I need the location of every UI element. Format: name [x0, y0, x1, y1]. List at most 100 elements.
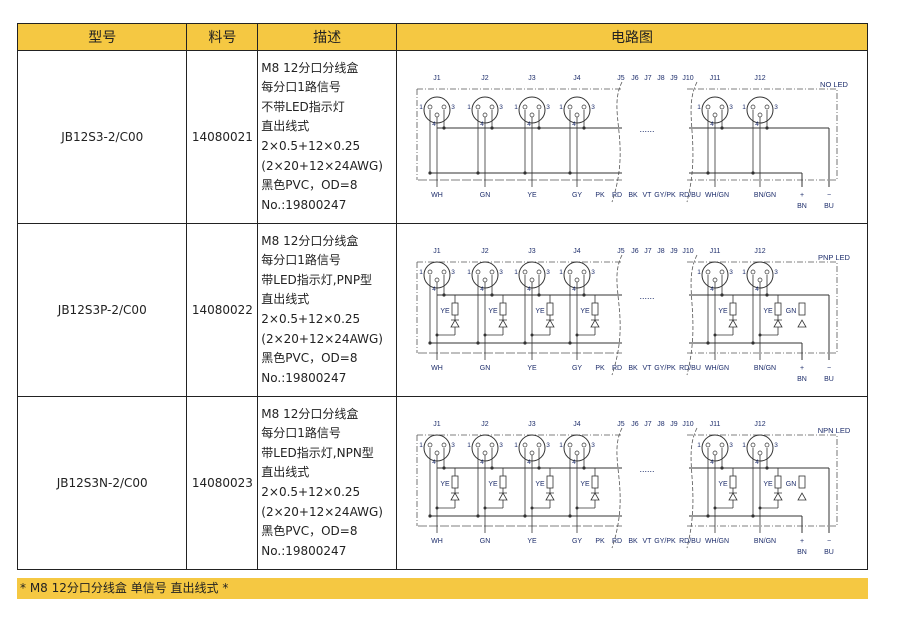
desc-line: M8 12分口分线盒 — [261, 233, 359, 248]
junction — [428, 171, 432, 175]
connector-label: J4 — [573, 75, 581, 82]
pin-label: 1 — [742, 442, 746, 449]
pin-label: 1 — [467, 442, 471, 449]
pin-label: 4 — [432, 459, 436, 466]
pin-label: 3 — [499, 104, 503, 111]
led-color-label: GN — [786, 308, 797, 315]
connector-label: J9 — [670, 421, 678, 428]
break-line — [611, 254, 623, 376]
pin — [489, 104, 495, 110]
pin — [764, 269, 770, 275]
led-color-label: YE — [535, 481, 545, 488]
pin — [427, 269, 433, 275]
model-cell: JB12S3-2/C00 — [16, 50, 188, 224]
pin — [427, 442, 433, 448]
led-color-label: GN — [786, 481, 797, 488]
junction — [490, 466, 494, 470]
resistor — [591, 475, 599, 489]
connector-label: J8 — [657, 421, 665, 428]
pin — [529, 277, 535, 283]
connector-label: J1 — [433, 421, 441, 428]
wire-color-label: GY/PK — [654, 365, 676, 372]
plus-label: + — [800, 538, 804, 545]
junction — [476, 341, 480, 345]
junction — [706, 341, 710, 345]
wire-color-label: RD — [612, 365, 622, 372]
pin-label: 4 — [480, 121, 484, 128]
pin-label: 3 — [591, 269, 595, 276]
junction — [523, 514, 527, 518]
pin — [712, 112, 718, 118]
pin-label: 1 — [697, 269, 701, 276]
wire-color-label: WH — [431, 192, 443, 199]
pin-label: 4 — [432, 121, 436, 128]
connector-label: J3 — [528, 248, 536, 255]
pin — [482, 450, 488, 456]
wire-color-label: WH/GN — [705, 192, 729, 199]
junction — [537, 466, 541, 470]
pin-label: 1 — [419, 104, 423, 111]
connector-label: J6 — [631, 248, 639, 255]
led-diode — [773, 492, 783, 501]
junction — [720, 466, 724, 470]
pin — [536, 269, 542, 275]
junction — [523, 341, 527, 345]
junction — [476, 514, 480, 518]
wire-color-label: PK — [595, 538, 605, 545]
junction — [713, 333, 717, 337]
pin-label: 4 — [572, 121, 576, 128]
junction — [713, 506, 717, 510]
pin-label: 3 — [591, 104, 595, 111]
led-diode — [498, 492, 508, 501]
led-diode — [728, 492, 738, 501]
junction — [490, 293, 494, 297]
resistor — [591, 302, 599, 316]
resistor — [729, 475, 737, 489]
pin — [750, 104, 756, 110]
pin — [567, 269, 573, 275]
resistor — [798, 475, 806, 489]
pin — [764, 104, 770, 110]
connector-label: J3 — [528, 421, 536, 428]
break-line — [686, 254, 698, 376]
minus-label: − — [827, 192, 831, 199]
pin-label: 4 — [710, 286, 714, 293]
pin — [522, 269, 528, 275]
pin-label: 4 — [480, 459, 484, 466]
connector-label: J9 — [670, 75, 678, 82]
pin — [475, 442, 481, 448]
minus-label: − — [827, 365, 831, 372]
connector-label: J12 — [754, 75, 765, 82]
connector-label: J7 — [644, 75, 652, 82]
desc-line: No.:19800247 — [261, 370, 347, 385]
pin — [581, 442, 587, 448]
bn-label: BN — [797, 376, 807, 383]
pin-label: 1 — [742, 104, 746, 111]
wire-color-label: GY — [572, 192, 582, 199]
enclosure-box — [417, 88, 838, 181]
bu-label: BU — [824, 203, 834, 210]
connector-label: J10 — [682, 421, 693, 428]
junction — [765, 293, 769, 297]
junction — [582, 293, 586, 297]
led-diode — [450, 492, 460, 501]
desc-line: 带LED指示灯,NPN型 — [261, 445, 374, 460]
connector-label: J11 — [710, 75, 721, 82]
connector-label: J3 — [528, 75, 536, 82]
junction — [751, 514, 755, 518]
pin-label: 4 — [572, 459, 576, 466]
pin-label: 3 — [774, 442, 778, 449]
junction — [537, 293, 541, 297]
connector-label: J2 — [481, 75, 489, 82]
pin — [441, 269, 447, 275]
pin-label: 3 — [499, 442, 503, 449]
wire-color-label: RD/BU — [679, 538, 701, 545]
desc-line: 2×0.5+12×0.25 — [261, 139, 361, 153]
bu-label: BU — [824, 376, 834, 383]
pin-label: 1 — [697, 442, 701, 449]
pin-label: 4 — [710, 121, 714, 128]
